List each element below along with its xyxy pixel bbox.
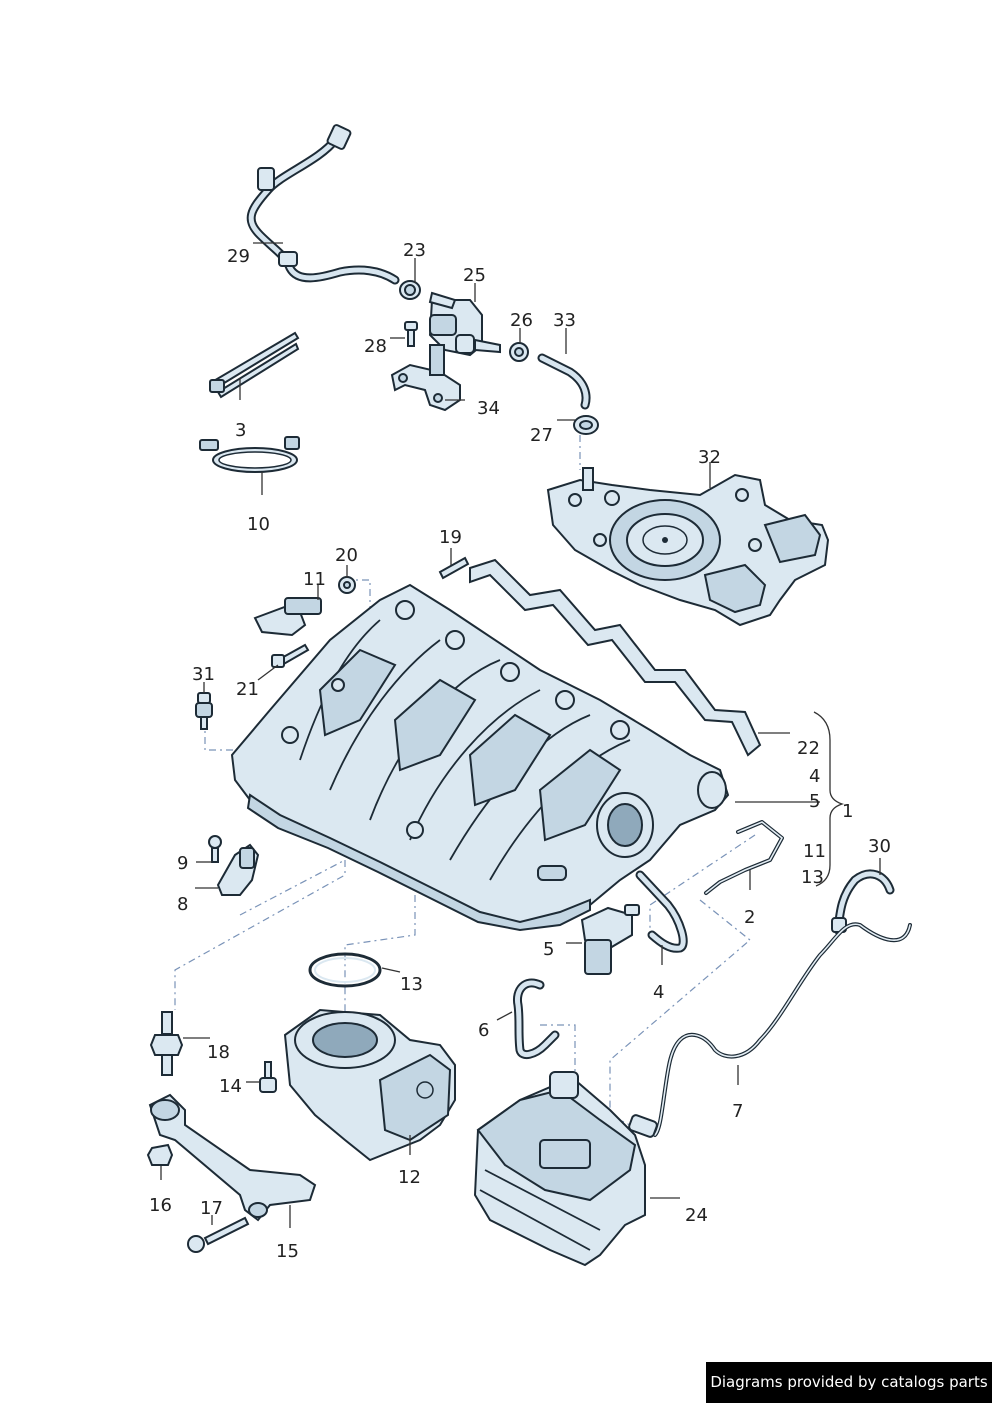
bolt-17 [187, 1216, 250, 1253]
bolt-21 [271, 643, 310, 668]
cover-32 [546, 467, 830, 627]
hose-clamp-27 [573, 415, 599, 435]
callout-6: 6 [478, 1020, 489, 1041]
bracket-15 [148, 1093, 317, 1222]
callout-9: 9 [177, 853, 188, 874]
callout-29: 29 [227, 246, 250, 267]
callout-4b: 4 [653, 982, 664, 1003]
callout-26: 26 [510, 310, 533, 331]
hose-30 [831, 869, 895, 935]
callout-27: 27 [530, 425, 553, 446]
callout-22: 22 [797, 738, 820, 759]
vacuum-line-7 [628, 922, 912, 1138]
air-filter-housing-24 [473, 1071, 646, 1267]
sensor-8 [216, 843, 260, 896]
bolt-28 [404, 321, 418, 347]
callout-1: 1 [842, 801, 853, 822]
hose-clamp-26 [509, 342, 529, 362]
callout-13a: 13 [400, 974, 423, 995]
bracket-34 [390, 344, 461, 412]
callout-32: 32 [698, 447, 721, 468]
callout-8: 8 [177, 894, 188, 915]
callout-labels: 29 23 25 26 33 28 34 27 3 10 32 19 20 11… [149, 240, 891, 1262]
sensor-31 [195, 692, 213, 730]
callout-33: 33 [553, 310, 576, 331]
screw-14 [259, 1061, 277, 1093]
callout-19: 19 [439, 527, 462, 548]
stud-19 [438, 556, 470, 580]
callout-30: 30 [868, 836, 891, 857]
callout-14: 14 [219, 1076, 242, 1097]
callout-28: 28 [364, 336, 387, 357]
gasket-22 [469, 558, 762, 757]
screw-9 [208, 835, 222, 863]
callout-12: 12 [398, 1167, 421, 1188]
callout-15: 15 [276, 1241, 299, 1262]
callout-5b: 5 [543, 939, 554, 960]
wiring-harness-29 [246, 124, 400, 285]
callout-10: 10 [247, 514, 270, 535]
callout-20: 20 [335, 545, 358, 566]
callout-23: 23 [403, 240, 426, 261]
valve-25 [428, 291, 501, 357]
hose-33 [537, 353, 591, 410]
callout-3: 3 [235, 420, 246, 441]
sensor-11 [253, 597, 322, 637]
callout-5a: 5 [809, 791, 820, 812]
callout-31: 31 [192, 664, 215, 685]
callout-25: 25 [463, 265, 486, 286]
hose-6 [512, 978, 560, 1060]
callout-11b: 11 [803, 841, 826, 862]
stud-18 [149, 1011, 184, 1076]
o-ring-13 [308, 952, 382, 988]
vacuum-line-2 [704, 820, 784, 895]
callout-13b: 13 [801, 867, 824, 888]
callout-17: 17 [200, 1198, 223, 1219]
hose-4 [635, 870, 688, 953]
callout-18: 18 [207, 1042, 230, 1063]
intake-manifold-1 [230, 583, 730, 932]
callout-7: 7 [732, 1101, 743, 1122]
clamp-10 [199, 436, 300, 473]
throttle-body-12 [283, 1008, 456, 1162]
cable-tie-3 [209, 331, 300, 399]
hose-clamp-23 [399, 280, 421, 300]
callout-2: 2 [744, 907, 755, 928]
callout-11a: 11 [303, 569, 326, 590]
callout-34: 34 [477, 398, 500, 419]
leader-lines [160, 242, 881, 1228]
nut-20 [338, 576, 356, 594]
callout-21: 21 [236, 679, 259, 700]
valve-5 [580, 904, 640, 975]
credit-banner: Diagrams provided by catalogs parts [706, 1362, 992, 1403]
callout-24: 24 [685, 1205, 708, 1226]
callout-16: 16 [149, 1195, 172, 1216]
callout-4a: 4 [809, 766, 820, 787]
nut-16 [146, 1143, 174, 1166]
